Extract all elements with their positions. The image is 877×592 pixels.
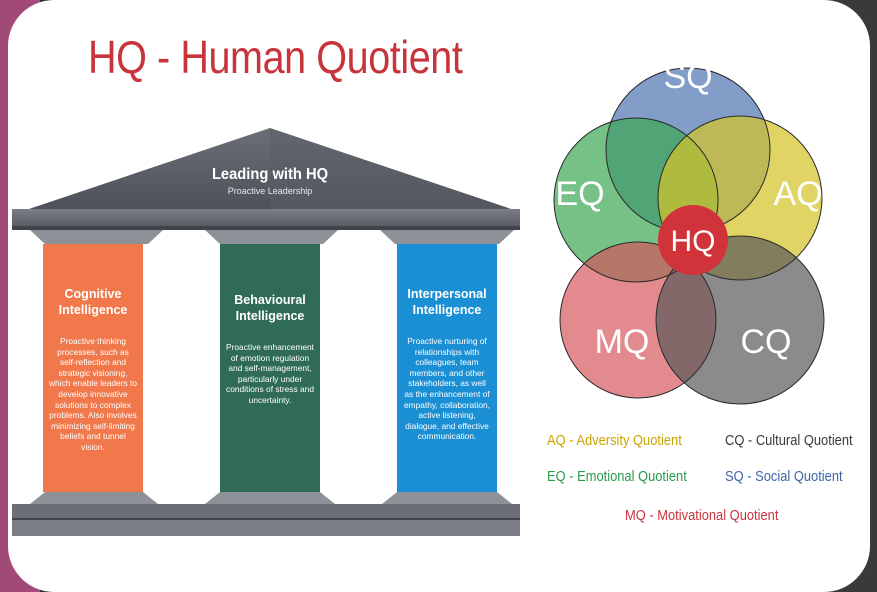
pillar-base-1: [30, 492, 158, 504]
temple-roof-highlight: [270, 128, 520, 212]
venn-circle-cq: [656, 236, 824, 404]
legend-sq: SQ - Social Quotient: [725, 468, 843, 485]
pillar-interpersonal: Interpersonal Intelligence Proactive nur…: [397, 286, 497, 442]
venn-label-hq: HQ: [671, 225, 716, 258]
pillar-body: Proactive thinking processes, such as se…: [49, 336, 137, 452]
page-title: HQ - Human Quotient: [88, 31, 463, 83]
pillar-base-3: [382, 492, 512, 504]
venn-label-cq: CQ: [741, 323, 792, 361]
pillar-heading: Behavioural Intelligence: [234, 293, 306, 323]
temple-beam: [12, 209, 520, 228]
temple-step-2: [12, 520, 520, 536]
venn-diagram: SQ EQ AQ MQ CQ HQ: [553, 58, 825, 405]
pillar-body: Proactive nurturing of relationships wit…: [404, 336, 490, 442]
legend-aq: AQ - Adversity Quotient: [547, 432, 682, 449]
pillar-heading: Cognitive Intelligence: [58, 287, 128, 317]
pillar-capital-1: [30, 230, 163, 244]
pillar-3: [397, 244, 497, 492]
venn-label-mq: MQ: [595, 323, 650, 361]
pillar-body: Proactive enhancement of emotion regulat…: [226, 342, 314, 405]
legend-eq: EQ - Emotional Quotient: [547, 468, 687, 485]
temple-roof-title: Leading with HQ: [211, 166, 329, 183]
pillar-2: [220, 244, 320, 492]
pillar-behavioural: Behavioural Intelligence Proactive enhan…: [220, 292, 320, 406]
pillar-cognitive: Cognitive Intelligence Proactive thinkin…: [43, 286, 143, 453]
pillar-capital-3: [380, 230, 514, 244]
pillar-base-2: [205, 492, 335, 504]
venn-center-hq: [658, 205, 728, 275]
legend-mq: MQ - Motivational Quotient: [625, 507, 779, 524]
temple-roof-subtitle: Proactive Leadership: [227, 186, 313, 196]
pillar-heading: Interpersonal Intelligence: [407, 287, 487, 317]
venn-label-sq: SQ: [663, 58, 712, 96]
venn-label-aq: AQ: [773, 175, 822, 213]
temple-step-1: [12, 504, 520, 518]
venn-label-eq: EQ: [555, 175, 604, 213]
pillar-1: [43, 244, 143, 492]
legend-cq: CQ - Cultural Quotient: [725, 432, 853, 449]
pillar-capital-2: [205, 230, 338, 244]
